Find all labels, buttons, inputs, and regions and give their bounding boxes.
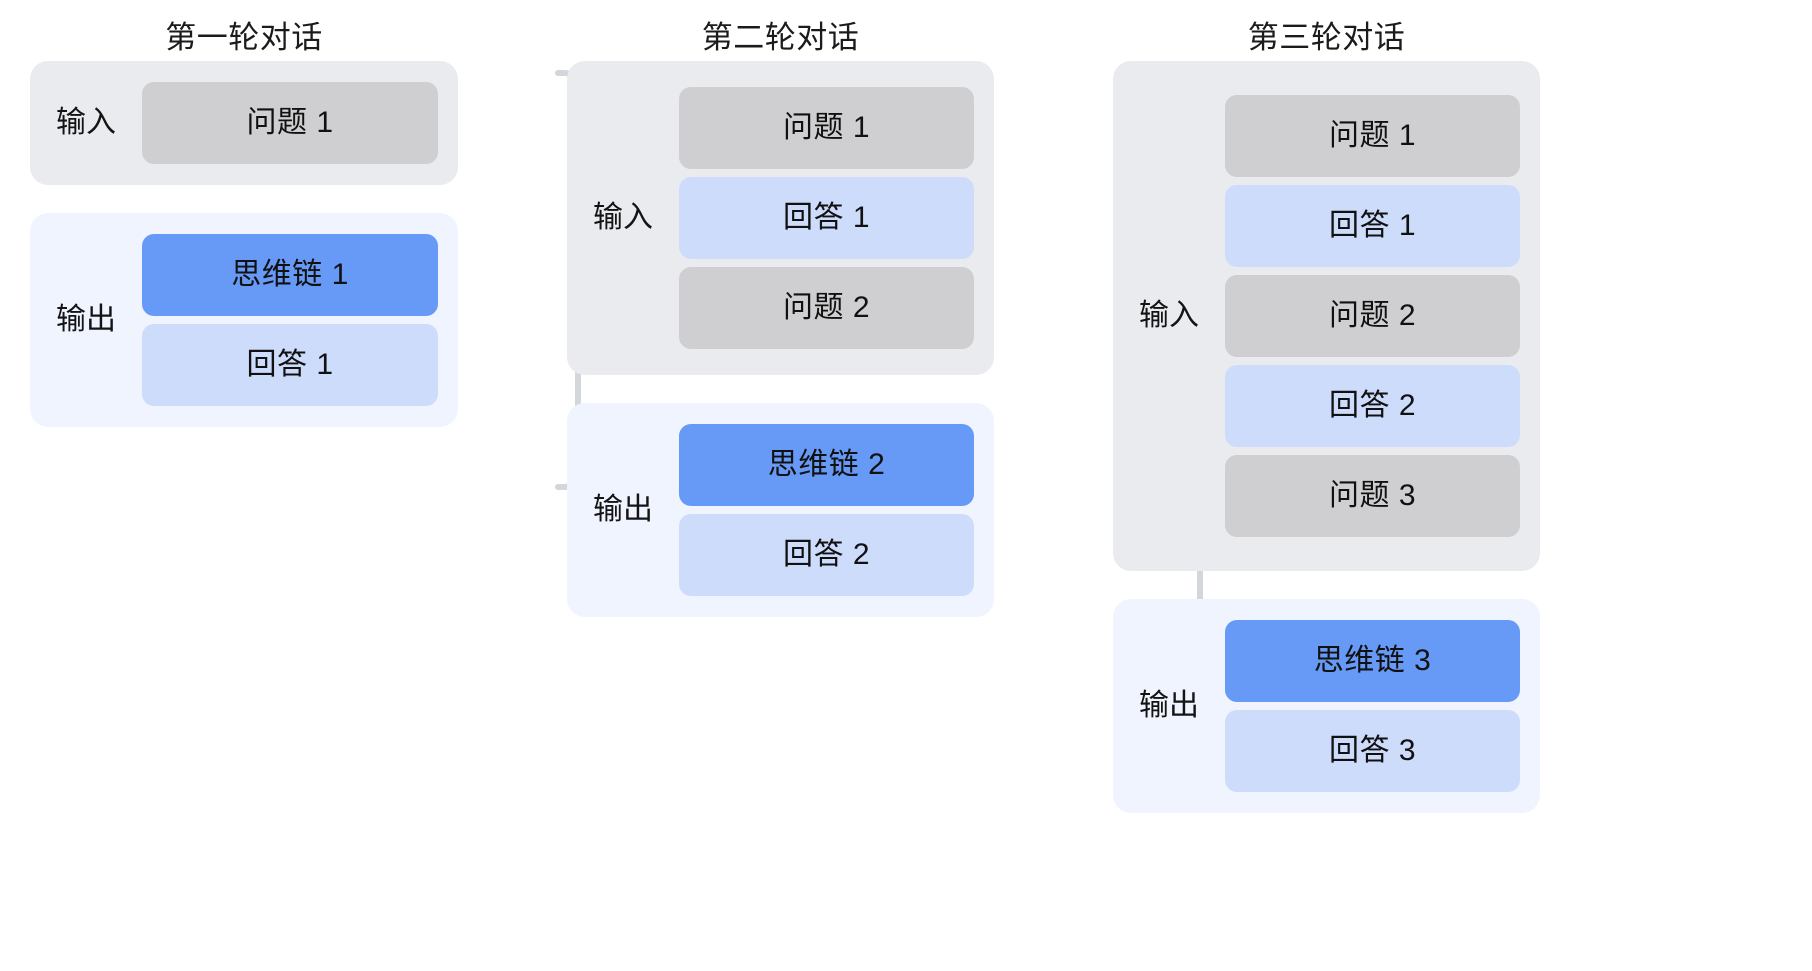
message-box-answer[interactable]: 回答 2 bbox=[1225, 365, 1520, 447]
input-label-2: 输入 bbox=[593, 201, 653, 234]
round-2-input-items: 问题 1 回答 1 问题 2 bbox=[679, 87, 974, 349]
round-column-3: 第三轮对话 输入 问题 1 回答 1 问题 2 回答 2 问题 3 输出 思维链… bbox=[1113, 0, 1540, 813]
group-spacer bbox=[567, 375, 994, 403]
round-2-output-group: 输出 思维链 2 回答 2 bbox=[567, 403, 994, 617]
message-box-answer[interactable]: 回答 1 bbox=[1225, 185, 1520, 267]
message-box-chain-of-thought[interactable]: 思维链 2 bbox=[679, 424, 974, 506]
message-box-question[interactable]: 问题 1 bbox=[142, 82, 438, 164]
round-1-input-items: 问题 1 bbox=[142, 82, 438, 164]
message-box-question[interactable]: 问题 1 bbox=[1225, 95, 1520, 177]
round-3-input-group: 输入 问题 1 回答 1 问题 2 回答 2 问题 3 bbox=[1113, 61, 1540, 571]
round-title-2: 第二轮对话 bbox=[701, 20, 860, 55]
input-label-3: 输入 bbox=[1139, 299, 1199, 332]
round-column-2: 第二轮对话 输入 问题 1 回答 1 问题 2 输出 思维链 2 回答 2 bbox=[567, 0, 994, 617]
group-spacer bbox=[1113, 571, 1540, 599]
input-label-1: 输入 bbox=[56, 106, 116, 139]
message-box-chain-of-thought[interactable]: 思维链 3 bbox=[1225, 620, 1520, 702]
message-box-answer[interactable]: 回答 2 bbox=[679, 514, 974, 596]
round-1-output-items: 思维链 1 回答 1 bbox=[142, 234, 438, 406]
output-label-1: 输出 bbox=[56, 303, 116, 336]
output-label-2: 输出 bbox=[593, 493, 653, 526]
message-box-chain-of-thought[interactable]: 思维链 1 bbox=[142, 234, 438, 316]
round-1-output-group: 输出 思维链 1 回答 1 bbox=[30, 213, 458, 427]
round-3-input-items: 问题 1 回答 1 问题 2 回答 2 问题 3 bbox=[1225, 95, 1520, 537]
message-box-question[interactable]: 问题 1 bbox=[679, 87, 974, 169]
message-box-answer[interactable]: 回答 1 bbox=[142, 324, 438, 406]
message-box-answer[interactable]: 回答 1 bbox=[679, 177, 974, 259]
round-2-output-items: 思维链 2 回答 2 bbox=[679, 424, 974, 596]
output-label-3: 输出 bbox=[1139, 689, 1199, 722]
round-3-output-items: 思维链 3 回答 3 bbox=[1225, 620, 1520, 792]
round-2-input-group: 输入 问题 1 回答 1 问题 2 bbox=[567, 61, 994, 375]
group-spacer bbox=[30, 185, 458, 213]
message-box-question[interactable]: 问题 2 bbox=[679, 267, 974, 349]
message-box-question[interactable]: 问题 2 bbox=[1225, 275, 1520, 357]
round-title-3: 第三轮对话 bbox=[1247, 20, 1406, 55]
message-box-answer[interactable]: 回答 3 bbox=[1225, 710, 1520, 792]
round-title-1: 第一轮对话 bbox=[165, 20, 323, 55]
round-column-1: 第一轮对话 输入 问题 1 输出 思维链 1 回答 1 bbox=[30, 0, 458, 427]
round-3-output-group: 输出 思维链 3 回答 3 bbox=[1113, 599, 1540, 813]
round-1-input-group: 输入 问题 1 bbox=[30, 61, 458, 185]
message-box-question[interactable]: 问题 3 bbox=[1225, 455, 1520, 537]
